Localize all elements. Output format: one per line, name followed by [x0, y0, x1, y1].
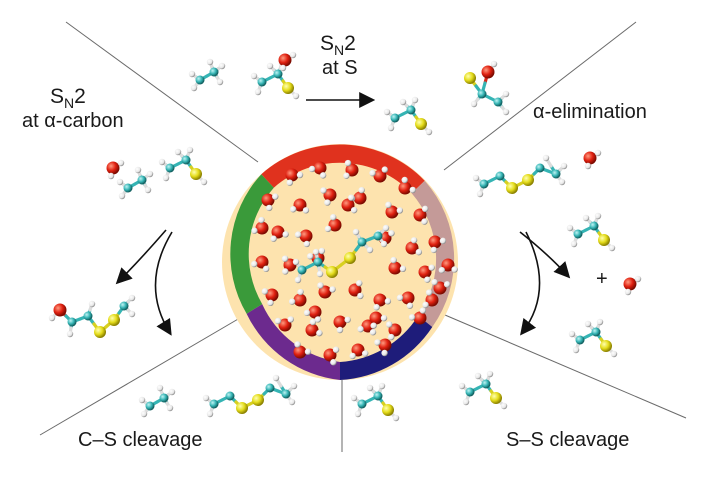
water-molecule [385, 201, 404, 219]
water-molecule [422, 289, 439, 309]
water-molecule [431, 278, 451, 295]
water-molecule [369, 166, 389, 183]
water-molecule [274, 316, 294, 332]
water-molecule [386, 321, 402, 341]
water-molecule [251, 255, 270, 273]
water-molecule [438, 258, 458, 274]
thiyl-bottom-2 [458, 370, 508, 410]
water-molecule [320, 187, 337, 206]
sector-divider-lines [39, 21, 687, 452]
water-right [623, 275, 642, 296]
hydroxide-top [278, 51, 297, 72]
water-molecule [428, 235, 447, 254]
water-molecule [348, 280, 364, 300]
water-molecule [305, 318, 323, 337]
hydroxide-left [106, 159, 125, 180]
water-molecule [373, 293, 392, 311]
thiol-top-right [383, 96, 433, 136]
arrow-elim-right [519, 231, 571, 279]
water-molecule [408, 307, 427, 325]
ethyl-top-1 [188, 58, 226, 92]
arrow-sn2-a-left [115, 229, 167, 285]
label-sn2-s-line2: at S [322, 57, 358, 79]
water-molecule [324, 214, 342, 233]
product-left [48, 294, 136, 338]
thiyl-bottom-1 [350, 382, 400, 422]
water-molecule [398, 176, 416, 195]
water-molecule [293, 341, 312, 359]
water-molecule [308, 161, 327, 179]
label-cs-cleavage: C–S cleavage [78, 429, 203, 451]
water-molecule [333, 315, 351, 334]
water-molecule [294, 229, 313, 248]
water-molecule [281, 255, 297, 275]
water-molecule [369, 311, 388, 329]
thiol-left [158, 146, 208, 186]
arrow-elim-down [520, 231, 541, 336]
water-molecule [290, 198, 310, 214]
water-molecule [285, 168, 304, 186]
water-molecule [396, 291, 415, 309]
water-molecule [405, 237, 423, 256]
arrow-sn2-a-down [154, 231, 173, 336]
water-molecule [251, 216, 269, 235]
ethanol-sulfur-top [464, 60, 510, 116]
ethyl-left [116, 166, 154, 200]
label-sn2-a-line1: SN2 [50, 85, 86, 111]
thioaldehyde-right-1 [566, 212, 616, 252]
water-molecule [317, 282, 336, 299]
water-molecule [270, 225, 289, 242]
ethyl-bottom-left [138, 384, 176, 418]
water-molecule [413, 205, 429, 225]
label-plus: + [596, 268, 608, 290]
water-molecule [261, 288, 279, 307]
water-molecule [349, 343, 369, 360]
disulfide-right [472, 154, 568, 198]
label-alpha-elimination: α-elimination [533, 101, 647, 123]
water-molecule [374, 338, 392, 357]
ring-segment-bottom-left [246, 304, 340, 380]
water-molecule [288, 288, 307, 307]
central-disulfide [292, 224, 390, 284]
water-molecule [261, 193, 279, 212]
disulfide-bottom-left [202, 374, 298, 418]
label-ss-cleavage: S–S cleavage [506, 429, 629, 451]
label-sn2-s-line1: SN2 [320, 32, 356, 58]
molecule-models [48, 51, 642, 422]
water-molecule [303, 305, 322, 323]
thioaldehyde-right-2 [568, 318, 618, 358]
water-molecule [388, 256, 407, 275]
label-sn2-a-line2: at α-carbon [22, 110, 124, 132]
water-molecule [418, 264, 435, 283]
ring-segment-top [261, 144, 425, 194]
thiol-top [250, 60, 300, 100]
water-molecule [323, 346, 340, 366]
reaction-arrows [115, 92, 571, 336]
hydroxide-right [583, 149, 602, 170]
water-molecule [357, 319, 377, 336]
water-molecule [341, 194, 358, 214]
ring-segment-left [230, 174, 274, 314]
water-molecule [343, 159, 359, 179]
